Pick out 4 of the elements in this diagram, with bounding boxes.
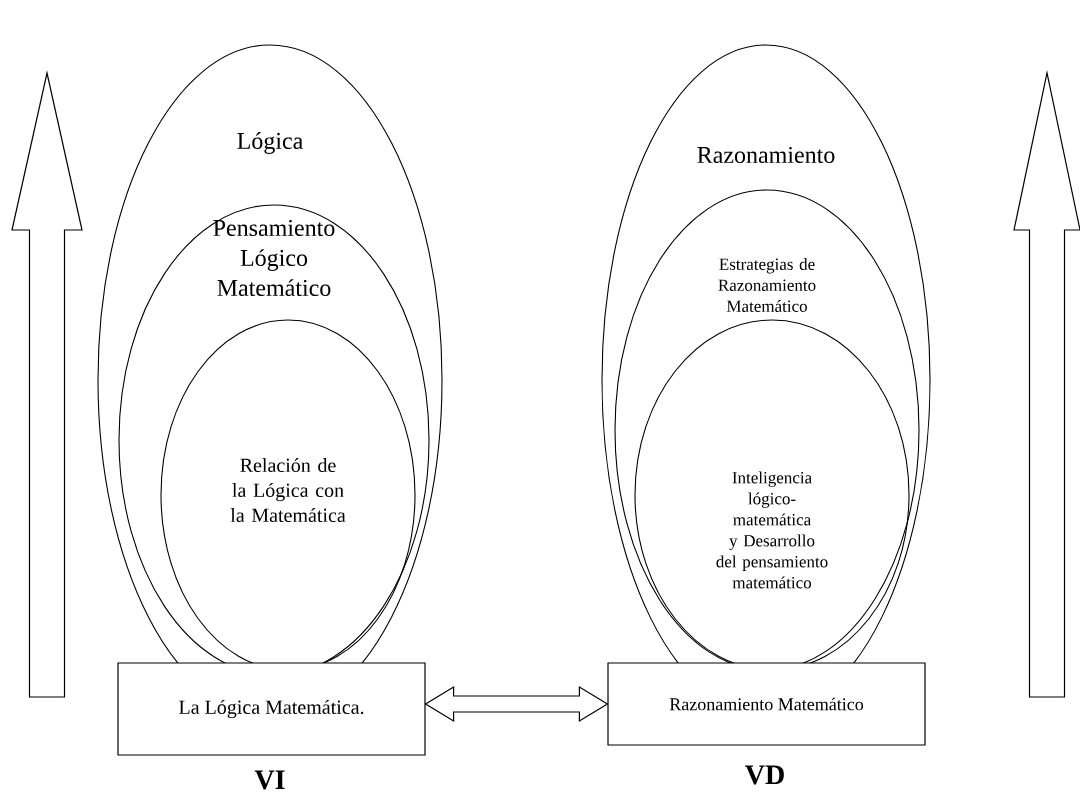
variable-label: VD: [745, 765, 784, 785]
text-box: La Lógica Matemática.: [117, 662, 426, 756]
variable-label: VI: [254, 770, 285, 790]
text-box: Razonamiento Matemático: [607, 662, 926, 746]
